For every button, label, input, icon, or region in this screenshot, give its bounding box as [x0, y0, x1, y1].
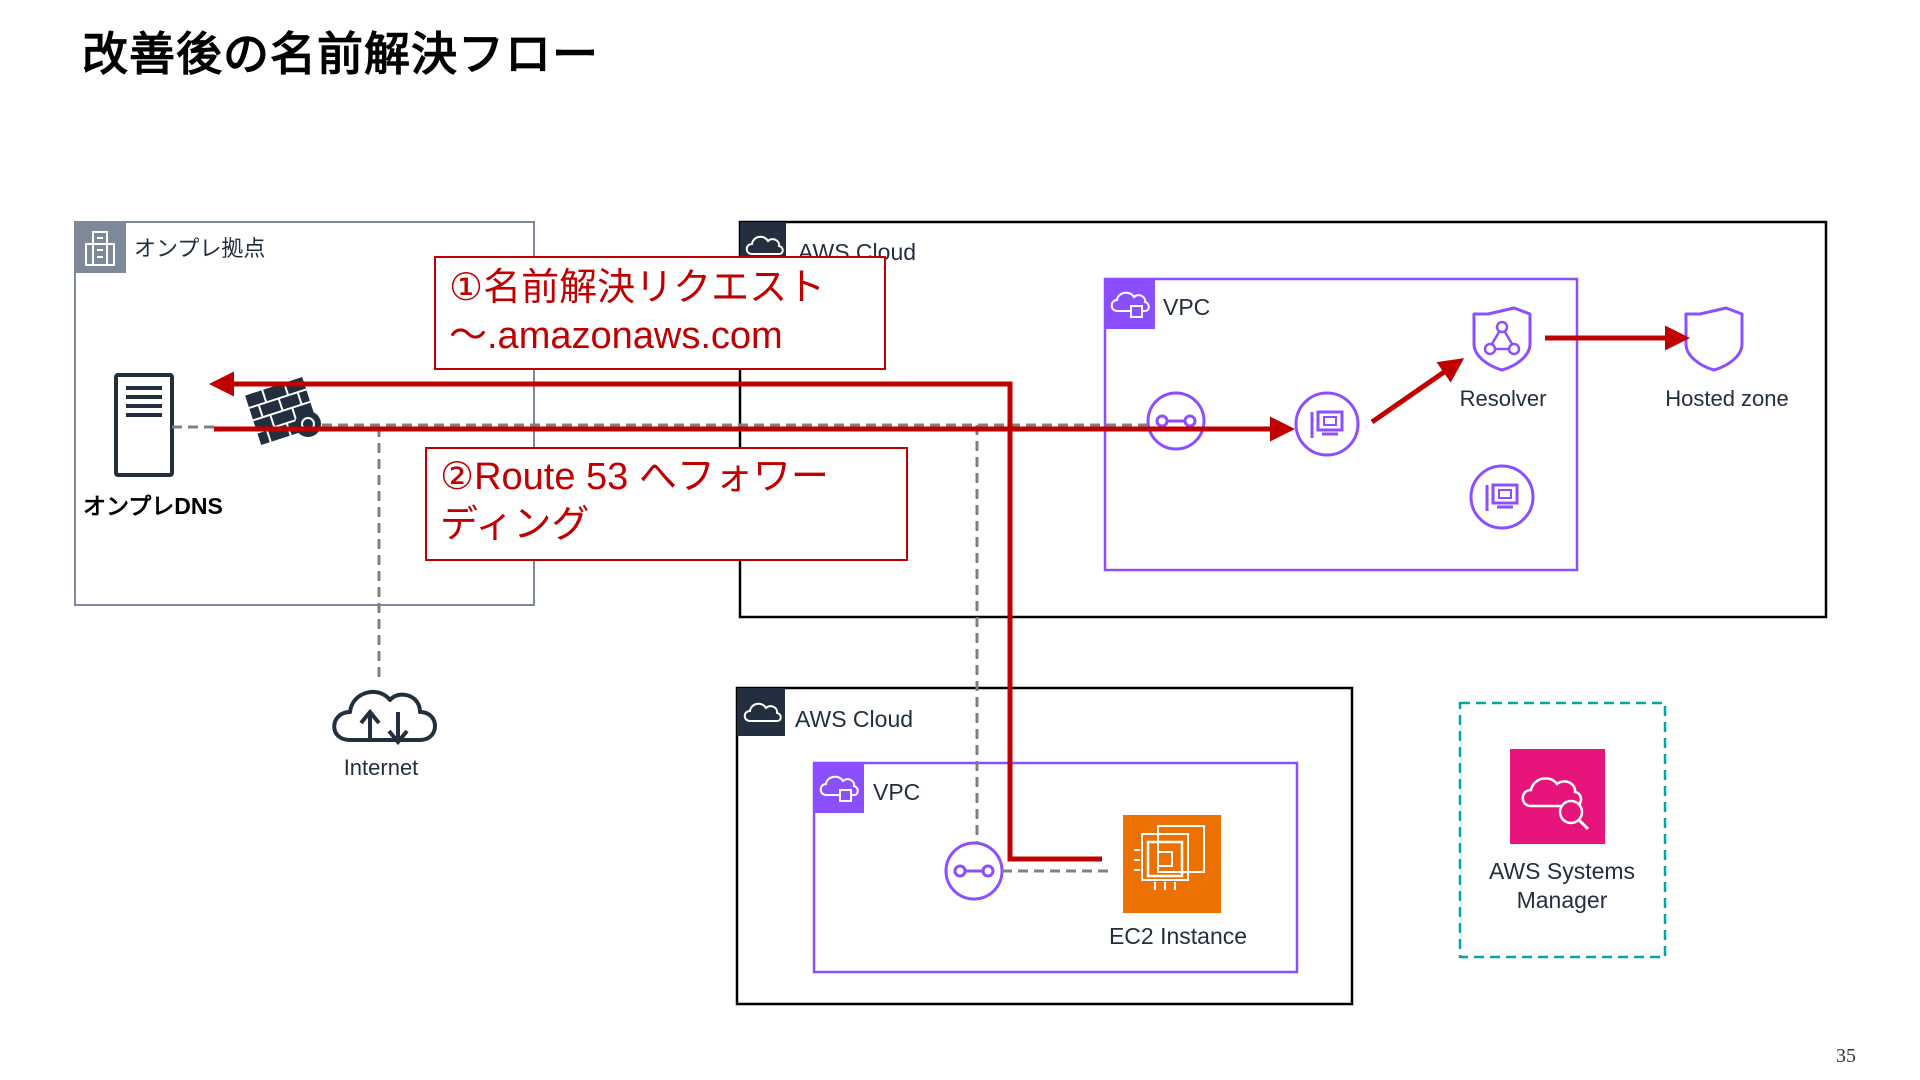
vpc-lock-icon	[1105, 279, 1155, 329]
systems-manager-icon	[1510, 749, 1605, 844]
internet-label: Internet	[344, 755, 419, 780]
server-icon	[114, 373, 174, 477]
resolver-label: Resolver	[1460, 386, 1547, 411]
onprem-dns-label: オンプレDNS	[83, 493, 223, 519]
request-flow-arrow	[209, 371, 1102, 862]
aws-cloud-sub-label: AWS Cloud	[795, 706, 913, 732]
vpc-sub-label: VPC	[873, 779, 920, 805]
systems-manager-group: AWS Systems Manager	[1458, 701, 1667, 959]
network-interface-icon	[1469, 464, 1535, 530]
forward-callout-line2: ディング	[440, 504, 589, 546]
forward-callout: ②Route 53 へフォワー ディング	[425, 447, 908, 561]
resolver-icon	[1472, 306, 1532, 372]
network-interface-icon	[1294, 391, 1360, 457]
page-number: 35	[1836, 1045, 1856, 1067]
vpc-sub-group: VPC	[812, 761, 1299, 974]
firewall-icon	[245, 377, 321, 446]
request-callout-line2: ～.amazonaws.com	[449, 315, 783, 357]
request-callout-line1: ①名前解決リクエスト	[449, 267, 825, 309]
hosted-zone-label: Hosted zone	[1665, 386, 1789, 411]
vpc-main-group: VPC	[1103, 277, 1579, 572]
building-icon	[75, 222, 126, 273]
onprem-group: オンプレ拠点	[74, 221, 535, 606]
vpc-lock-icon	[814, 763, 864, 813]
systems-manager-label-line2: Manager	[1517, 887, 1608, 913]
forward-callout-line1: ②Route 53 へフォワー	[440, 456, 829, 498]
resolver-inbound-arrow	[1370, 358, 1465, 425]
request-callout: ①名前解決リクエスト ～.amazonaws.com	[434, 256, 886, 370]
ec2-icon	[1123, 815, 1221, 913]
systems-manager-label-line1: AWS Systems	[1489, 858, 1635, 884]
onprem-group-label: オンプレ拠点	[134, 236, 265, 261]
page-title: 改善後の名前解決フロー	[82, 27, 599, 81]
hosted-zone-icon	[1684, 306, 1744, 372]
ec2-label: EC2 Instance	[1109, 923, 1247, 949]
vpc-endpoint-icon	[1146, 391, 1206, 451]
dns-flow-arrows	[209, 325, 1690, 862]
cloud-icon	[737, 688, 785, 736]
aws-cloud-main-group: AWS Cloud	[738, 220, 1828, 619]
aws-cloud-sub-group: AWS Cloud	[735, 686, 1354, 1006]
vpc-main-label: VPC	[1163, 294, 1210, 320]
internet-icon	[332, 690, 437, 746]
vpc-endpoint-icon	[944, 841, 1004, 901]
